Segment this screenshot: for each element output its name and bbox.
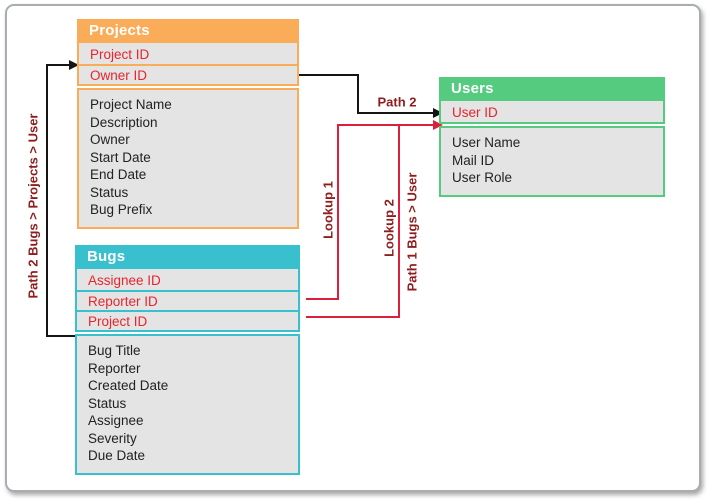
projects-key-row-owner-id: Owner ID: [77, 64, 299, 86]
connector-lookup2-horizontal-segment: [306, 316, 400, 318]
connector-path2-vertical-segment: [357, 74, 359, 114]
lookup1-label: Lookup 1: [320, 181, 336, 239]
field-label: User Role: [452, 170, 513, 185]
connector-lookup1-horizontal-segment: [306, 298, 339, 300]
field-label: Due Date: [88, 448, 146, 463]
connector-path2-entry-segment: [357, 112, 434, 114]
arrowhead-into-project-id: [69, 60, 79, 70]
field-label: Severity: [88, 430, 137, 446]
field-label: Bug Title: [88, 343, 141, 358]
field-label: Project Name: [90, 97, 172, 112]
field-label: Mail ID: [452, 152, 495, 168]
path2-full-label: Path 2 Bugs > Projects > User: [25, 113, 41, 299]
diagram-frame: Path 2 Bugs > Projects > User Path 2 Loo…: [5, 4, 701, 492]
field-label: End Date: [90, 167, 147, 182]
key-field-label: Assignee ID: [88, 273, 161, 288]
path1-label: Path 1 Bugs > User: [404, 172, 420, 292]
bugs-key-row-assignee-id: Assignee ID: [75, 267, 300, 292]
projects-table-title: Projects: [89, 22, 150, 39]
field-label: User Name: [452, 135, 521, 150]
users-table-header: Users: [439, 77, 665, 101]
field-label: Assignee: [88, 413, 144, 428]
field-label: Created Date: [88, 378, 169, 393]
users-key-row-user-id: User ID: [439, 99, 665, 124]
bugs-key-row-reporter-id: Reporter ID: [75, 290, 300, 312]
key-field-label: User ID: [452, 105, 498, 120]
users-table: Users User ID User Name Mail ID User Rol…: [439, 77, 665, 197]
projects-table: Projects Project ID Owner ID Project Nam…: [77, 19, 299, 229]
path2-label: Path 2: [377, 94, 417, 110]
connector-lookup1-vertical-segment: [337, 124, 339, 300]
field-label: Description: [90, 114, 158, 130]
lookup2-label: Lookup 2: [381, 199, 397, 257]
connector-path2full-bottom-segment: [46, 335, 77, 337]
connector-lookup-shared-segment: [337, 124, 434, 126]
arrowhead-red-into-user-id: [433, 120, 443, 130]
connector-lookup2-vertical-segment: [398, 124, 400, 318]
connector-path2full-vertical-segment: [46, 64, 48, 337]
key-field-label: Owner ID: [90, 68, 148, 83]
bugs-table-title: Bugs: [87, 248, 126, 265]
bugs-table-header: Bugs: [75, 245, 300, 269]
field-label: Bug Prefix: [90, 202, 153, 217]
bugs-key-row-project-id: Project ID: [75, 310, 300, 332]
key-field-label: Project ID: [88, 314, 148, 329]
field-label: Status: [88, 395, 127, 411]
projects-fields-panel: Project Name Description Owner Start Dat…: [77, 88, 299, 229]
projects-table-header: Projects: [77, 19, 299, 43]
connector-path2full-top-segment: [46, 64, 70, 66]
bugs-fields-panel: Bug Title Reporter Created Date Status A…: [75, 334, 300, 475]
key-field-label: Reporter ID: [88, 294, 158, 309]
field-label: Start Date: [90, 149, 151, 165]
users-fields-panel: User Name Mail ID User Role: [439, 126, 665, 197]
field-label: Status: [90, 184, 129, 200]
field-label: Reporter: [88, 360, 141, 376]
key-field-label: Project ID: [90, 47, 150, 62]
field-label: Owner: [90, 132, 130, 147]
bugs-table: Bugs Assignee ID Reporter ID Project ID …: [75, 245, 300, 475]
connector-path2-exit-segment: [299, 74, 359, 76]
projects-key-row-project-id: Project ID: [77, 41, 299, 66]
users-table-title: Users: [451, 80, 494, 97]
arrowhead-black-into-user-id: [433, 108, 443, 118]
